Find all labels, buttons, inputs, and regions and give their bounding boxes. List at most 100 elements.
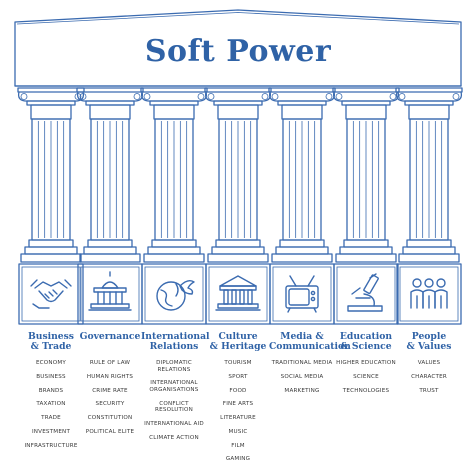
pillar-base-ring	[83, 246, 137, 255]
pillar-volute	[261, 93, 269, 100]
pillar-base-ring	[151, 239, 197, 248]
pillar-column	[395, 87, 463, 325]
pillar-collar	[30, 104, 72, 120]
pillar-item: TOURISM	[224, 360, 252, 366]
pillar-item: SPORT	[228, 373, 248, 380]
pillar-heading-line: Education	[339, 331, 393, 342]
pillar-item: SOCIAL MEDIA	[280, 373, 324, 380]
pillar-item: DIPLOMATIC RELATIONS	[156, 360, 192, 373]
pillar-volute	[79, 93, 87, 100]
pillar-capital-scroll	[140, 91, 208, 102]
pillar-item: FINE ARTS	[222, 401, 254, 408]
pillar-base-ring	[402, 246, 456, 255]
pillar-icon-box-inner	[208, 266, 268, 322]
pillar-icon-box	[18, 263, 84, 325]
pillar-capital-scroll	[17, 91, 85, 102]
pillar-capital-scroll	[395, 91, 463, 102]
pillar-heading-line: & Heritage	[209, 341, 267, 352]
pillar-heading: Business& Trade	[18, 332, 84, 352]
museum-icon	[215, 275, 261, 311]
pillar-volute	[335, 93, 343, 100]
pillar-base-ring	[28, 239, 74, 248]
pillar-base-plinth	[271, 253, 333, 263]
pillar-base-plinth	[79, 253, 141, 263]
pillar-column	[332, 87, 400, 325]
pillar-capital-scroll	[76, 91, 144, 102]
pillar-item: TRADE	[41, 415, 61, 422]
pillar-item: TRADITIONAL MEDIA	[271, 360, 333, 366]
pillar-collar	[281, 104, 323, 120]
pillar-base-plinth	[143, 253, 205, 263]
pillar-volute	[271, 93, 279, 100]
pillar-item: SCIENCE	[353, 373, 379, 380]
pillar-heading: People& Values	[396, 332, 462, 352]
pillar-volute	[197, 93, 205, 100]
pillar-capital-scroll	[332, 91, 400, 102]
pillar-item: CHARACTER	[411, 373, 447, 380]
pillar-volute	[20, 93, 28, 100]
pillar-collar	[89, 104, 131, 120]
pillar-column	[17, 87, 85, 325]
pillar-heading-line: Relations	[149, 341, 199, 352]
pillar-heading-line: & Trade	[30, 341, 72, 352]
pillar-base-ring	[406, 239, 452, 248]
pillar-icon-box	[141, 263, 207, 325]
pillar-base-ring	[211, 246, 265, 255]
pillar-item: ECONOMY	[35, 360, 67, 366]
pillar-capital-top	[204, 87, 272, 93]
pillar-item: LITERATURE	[220, 415, 256, 422]
pillar-heading-line: & Values	[406, 341, 452, 352]
pillar-icon-box-inner	[272, 266, 332, 322]
pillar-item: INFRASTRUCTURE	[24, 442, 78, 449]
pillar-base-ring	[279, 239, 325, 248]
roof-inner-line	[16, 12, 460, 25]
capitol-building-icon	[88, 271, 132, 311]
pillar-column	[140, 87, 208, 325]
pillar-heading-line: People	[411, 331, 447, 342]
pillar-capital-top	[76, 87, 144, 93]
pillar-base-ring	[339, 246, 393, 255]
pillar-heading: Governance	[77, 332, 143, 352]
pillar-item: HUMAN RIGHTS	[86, 373, 134, 380]
pillar-capital-scroll	[204, 91, 272, 102]
pillar-heading-line: Culture	[218, 331, 258, 342]
microscope-icon	[347, 273, 383, 312]
people-group-icon	[410, 278, 448, 309]
pillar-base-plinth	[398, 253, 460, 263]
pillar-volute	[398, 93, 406, 100]
pillar-base-plinth	[335, 253, 397, 263]
pillar-heading: Education& Science	[333, 332, 399, 352]
pillar-item: TECHNOLOGIES	[342, 387, 390, 394]
pillar-capital-scroll	[268, 91, 336, 102]
pillar-icon-box	[396, 263, 462, 325]
pillar-item: CRIME RATE	[92, 387, 128, 394]
pillar-column	[76, 87, 144, 325]
pillar-icon-box-inner	[80, 266, 140, 322]
pillar-collar	[408, 104, 450, 120]
pillar-item: FOOD	[229, 387, 247, 394]
pillar-icon-box-inner	[336, 266, 396, 322]
pillar-item: RULE OF LAW	[89, 360, 131, 366]
pillar-icon-box-inner	[21, 266, 81, 322]
pillar-item: INTERNATIONAL AID	[144, 421, 204, 428]
pillar-item-list: HIGHER EDUCATION SCIENCE TECHNOLOGIES	[333, 360, 399, 401]
pillar-base-ring	[275, 246, 329, 255]
pillar-item: CLIMATE ACTION	[149, 434, 199, 441]
pillar-icon-box-inner	[399, 266, 459, 322]
diagram-title: Soft Power	[144, 34, 332, 69]
pillar-item: CONSTITUTION	[87, 415, 133, 422]
pillar-collar	[345, 104, 387, 120]
pillar-heading-line: Communication	[269, 341, 351, 352]
pillar-item: INVESTMENT	[31, 428, 71, 435]
pillar-capital-top	[395, 87, 463, 93]
pillar-volute	[143, 93, 151, 100]
pillar-item: HIGHER EDUCATION	[336, 360, 396, 366]
pillar-capital-top	[332, 87, 400, 93]
pillar-capital-top	[140, 87, 208, 93]
pillar-base-ring	[147, 246, 201, 255]
